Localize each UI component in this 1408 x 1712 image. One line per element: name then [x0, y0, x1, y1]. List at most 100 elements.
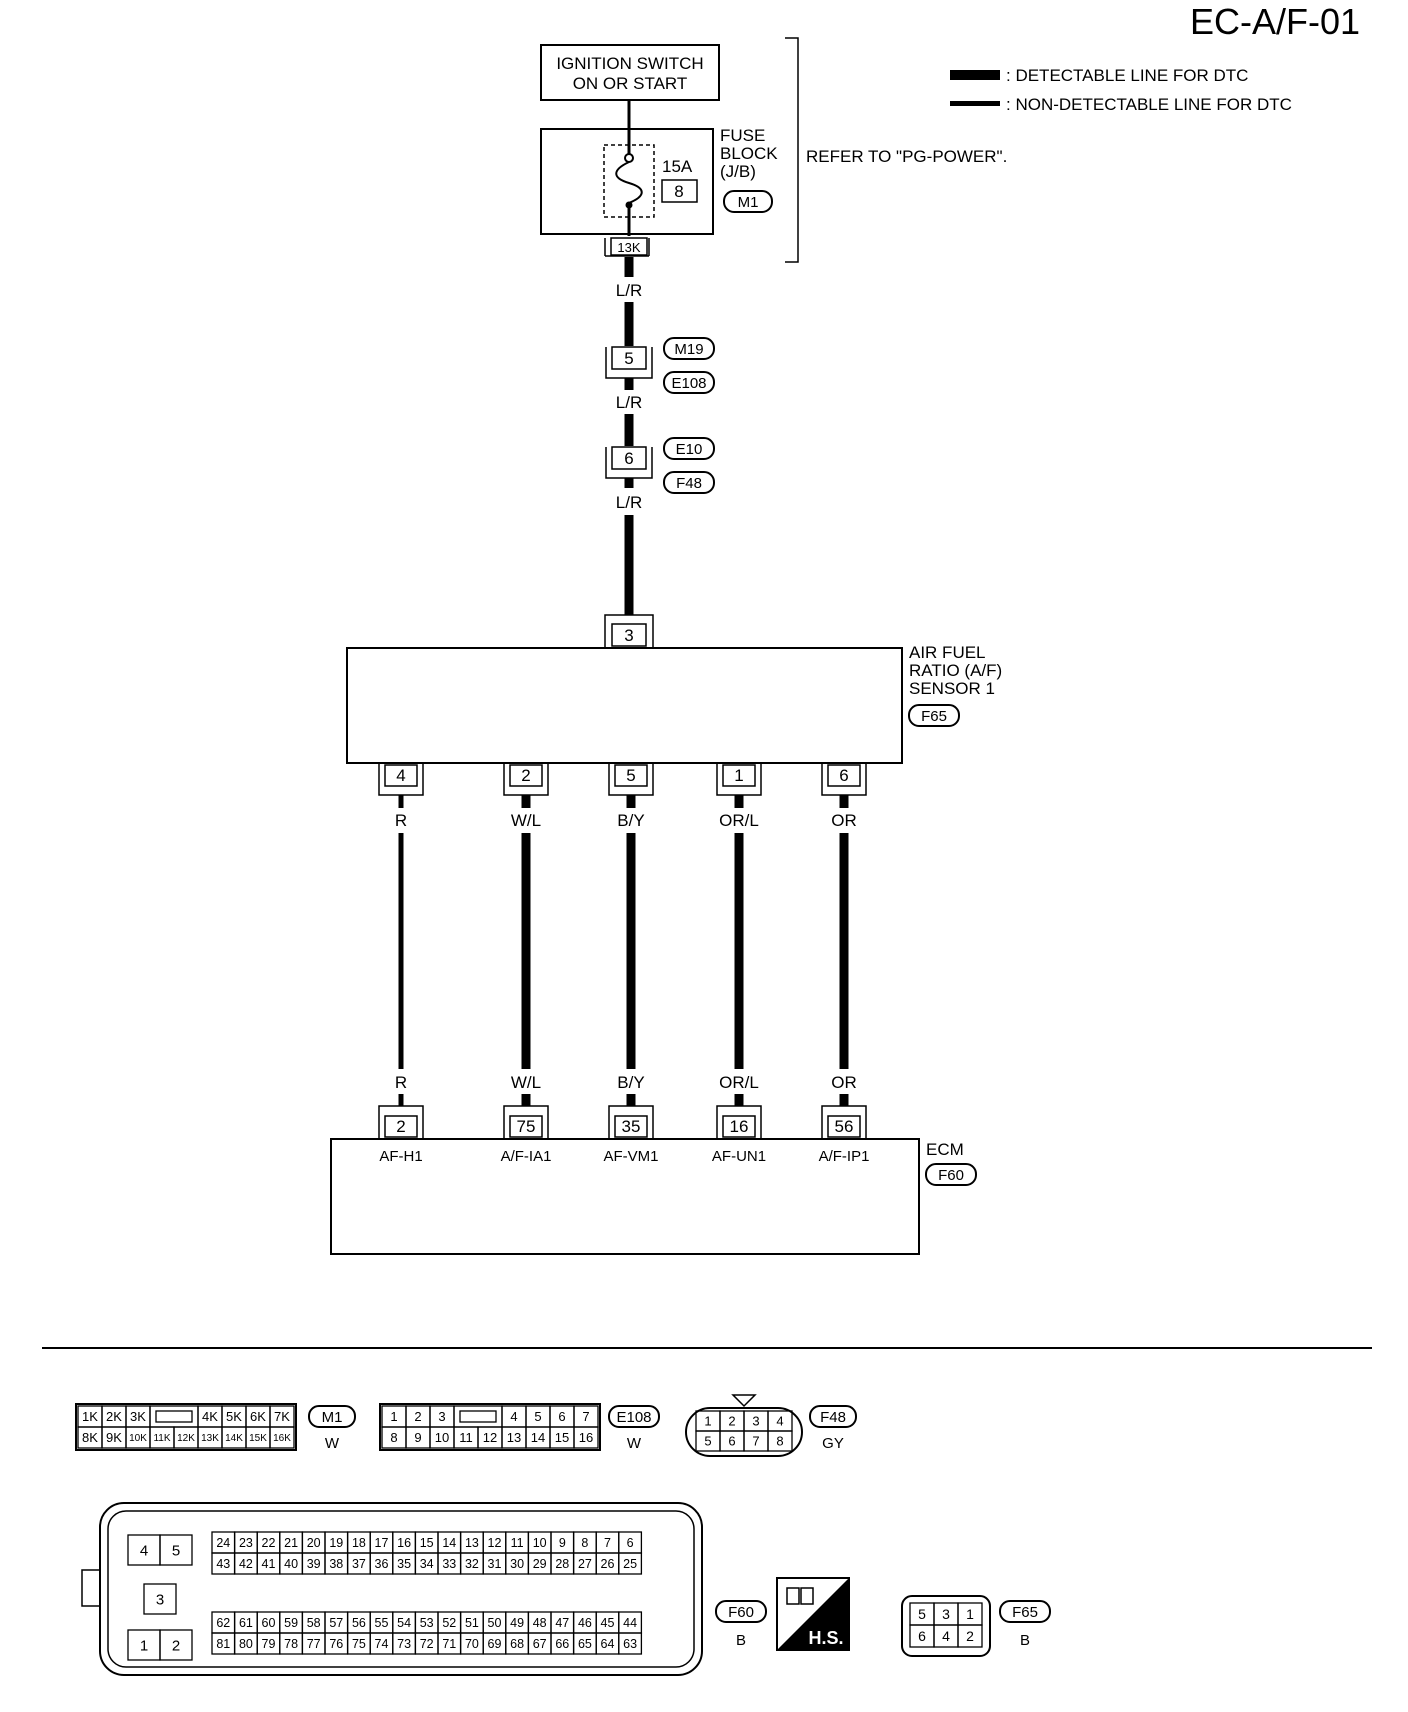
ecm-pin-bracket [821, 1105, 867, 1139]
hs-triangle [777, 1578, 849, 1650]
connector-pin-label: 4 [140, 1542, 148, 1559]
fuse-icon [615, 161, 643, 204]
connector-pin [269, 1426, 295, 1449]
fuse-terminal-top [624, 153, 634, 163]
connector-e108-color: W [627, 1435, 642, 1452]
connector-f48-badge [809, 1405, 857, 1428]
connector-pin-label: 2 [172, 1637, 180, 1654]
connector-pin-label: 20 [307, 1536, 321, 1550]
connector-pin-label: 40 [284, 1557, 298, 1571]
sensor-pin-box [722, 764, 756, 787]
connector-pin-label: 70 [465, 1637, 479, 1651]
ecm-terminal-label: AF-UN1 [712, 1148, 766, 1165]
ecm-pin-bracket [503, 1105, 549, 1139]
connector-pin-label: 34 [420, 1557, 434, 1571]
connector-pin-label: 8 [390, 1430, 397, 1445]
connector-pin-label: 3 [438, 1409, 445, 1424]
ecm-label: ECM [926, 1140, 964, 1159]
af-sensor-box [346, 647, 903, 764]
connector-pin-label: 3K [130, 1409, 146, 1424]
fuse-block-label2: BLOCK [720, 144, 778, 163]
connector-pin-label: 12K [177, 1433, 195, 1444]
connector-pin-label: 3 [752, 1414, 759, 1429]
joint2-pin: 6 [624, 449, 633, 468]
connector-pin-label: 1K [82, 1409, 98, 1424]
connector-pin-label: 39 [307, 1557, 321, 1571]
joint2-connector-b: F48 [676, 475, 702, 492]
connector-pin-label: 13K [201, 1433, 219, 1444]
connector-pin-label: 22 [262, 1536, 276, 1550]
connector-pin-label: 2K [106, 1409, 122, 1424]
connector-pin-label: 44 [623, 1616, 637, 1630]
connector-pin-label: 11 [511, 1536, 524, 1550]
connector-m1-color: W [325, 1435, 340, 1452]
fuse-block-label1: FUSE [720, 126, 765, 145]
connector-pin-label: 42 [239, 1557, 253, 1571]
non-detectable-line-sample [950, 101, 1000, 106]
connector-pin-label: 47 [555, 1616, 569, 1630]
connector-pin-label: 7 [582, 1409, 589, 1424]
connector-pin-label: 4 [942, 1628, 950, 1644]
connector-f65-color: B [1020, 1632, 1030, 1649]
ecm-pin-box [614, 1115, 648, 1138]
wire-color-2: L/R [616, 393, 642, 412]
connector-pin-label: 10K [129, 1433, 147, 1444]
connector-pin-label: 11K [153, 1433, 170, 1444]
connector-pin-label: 75 [352, 1637, 366, 1651]
connector-f60-color: B [736, 1632, 746, 1649]
signal-wire-5: 6 OR OR 56 A/F-IP1 [819, 763, 869, 1165]
ecm-pin-bracket [608, 1105, 654, 1139]
connector-pin-label: 77 [307, 1637, 321, 1651]
connector-pin-label: 62 [216, 1616, 230, 1630]
connector-pin-label: 5 [918, 1606, 926, 1622]
connector-pin-label: 38 [329, 1557, 343, 1571]
ecm-pin-75: 75 [517, 1117, 536, 1136]
connector-pin-label: 18 [352, 1536, 366, 1550]
connector-key-slot [155, 1410, 193, 1423]
page-id: EC-A/F-01 [1190, 1, 1360, 42]
f48-key-triangle [731, 1394, 757, 1408]
connector-pin-label: 4 [510, 1409, 517, 1424]
ignition-line1: IGNITION SWITCH [556, 54, 703, 73]
hs-connector-icon [800, 1587, 814, 1605]
ignition-line2: ON OR START [573, 74, 688, 93]
signal-wire-2: 2 W/L W/L 75 A/F-IA1 [501, 763, 551, 1165]
f60-latch [81, 1569, 101, 1607]
connector-pin-label: 2 [728, 1414, 735, 1429]
connector-pin-label: 9 [414, 1430, 421, 1445]
connector-pin-label: 3 [156, 1591, 164, 1608]
connector-pin [618, 1632, 643, 1655]
connector-pin-label: 13 [465, 1536, 479, 1550]
ecm-pin-56: 56 [835, 1117, 854, 1136]
connector-pin-label: 8K [82, 1430, 98, 1445]
connector-f60-badge [715, 1600, 767, 1623]
connector-pin-label: 15 [555, 1430, 569, 1445]
sensor-pin-box [384, 764, 418, 787]
connector-pin-label: 56 [352, 1616, 366, 1630]
connector-pin-label: 10 [435, 1430, 449, 1445]
connector-pin-label: 8 [776, 1434, 783, 1449]
connector-pin-label: 51 [465, 1616, 479, 1630]
wire-color-1: L/R [616, 281, 642, 300]
sensor-connector-badge [908, 704, 960, 727]
connector-pin-label: 54 [397, 1616, 411, 1630]
joint2-pin-box [611, 446, 647, 470]
connector-frame [75, 1403, 297, 1451]
connector-pin-label: 2 [414, 1409, 421, 1424]
connector-pin-label: 5 [172, 1542, 180, 1559]
sensor-label3: SENSOR 1 [909, 679, 995, 698]
connector-pin-label: 1 [966, 1606, 974, 1622]
connector-pin-label: 33 [442, 1557, 456, 1571]
wire-color-top: OR [831, 811, 857, 830]
legend-non-detectable: : NON-DETECTABLE LINE FOR DTC [1006, 95, 1292, 114]
connector-pin-label: 25 [623, 1557, 637, 1571]
connector-frame [379, 1403, 601, 1451]
connector-pin-label: 7 [604, 1536, 611, 1550]
fuse-block-box [540, 128, 714, 235]
connector-pin-label: 65 [578, 1637, 592, 1651]
connector-pin-label: 71 [442, 1637, 456, 1651]
connector-pin-label: 6 [627, 1536, 634, 1550]
ecm-pin-box [722, 1115, 756, 1138]
connector-pin-label: 5 [704, 1434, 711, 1449]
